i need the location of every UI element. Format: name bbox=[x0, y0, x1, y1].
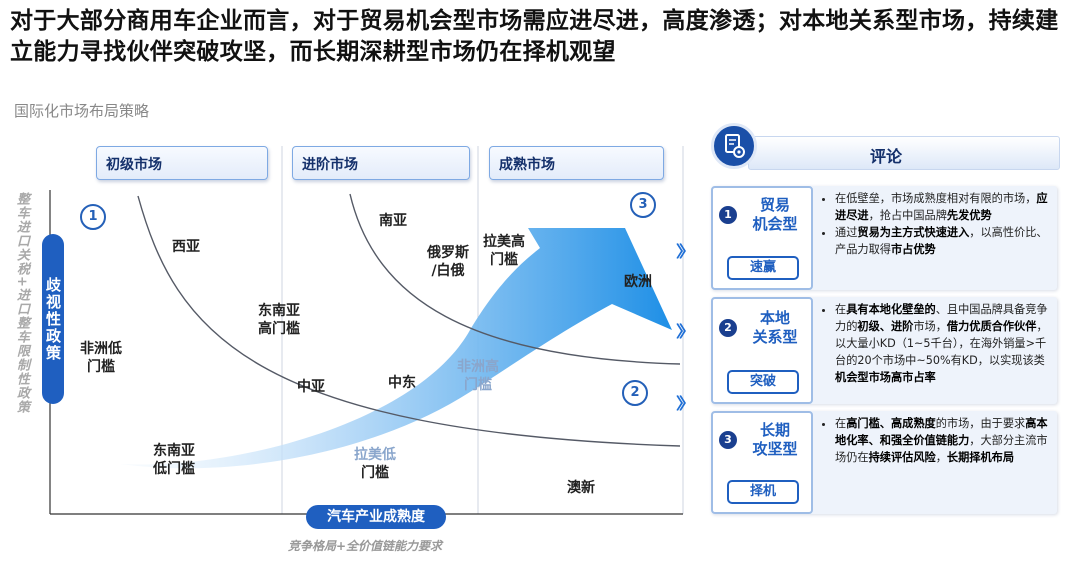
card-number: 1 bbox=[719, 206, 737, 224]
phase-header-primary: 初级市场 bbox=[96, 146, 268, 180]
card-type-label: 长期攻坚型 bbox=[752, 420, 798, 458]
headline: 对于大部分商用车企业而言，对于贸易机会型市场需应进尽进，高度渗透；对本地关系型市… bbox=[10, 8, 1059, 65]
phase-header-advanced: 进阶市场 bbox=[292, 146, 470, 180]
card-description: 在高门槛、高成熟度的市场，由于要求高本地化率、和强全价值链能力，大部分主流市场仍… bbox=[823, 415, 1051, 466]
card-bullet: 在高门槛、高成熟度的市场，由于要求高本地化率、和强全价值链能力，大部分主流市场仍… bbox=[835, 415, 1051, 466]
x-axis-label: 汽车产业成熟度 bbox=[306, 505, 446, 529]
x-axis-caption: 竞争格局+全价值链能力要求 bbox=[288, 539, 443, 553]
card-number: 2 bbox=[719, 318, 737, 337]
comment-card-1: 1贸易机会型速赢在低壁垒，市场成熟度相对有限的市场，应进尽进，抢占中国品牌先发优… bbox=[711, 186, 1057, 290]
card-description: 在低壁垒，市场成熟度相对有限的市场，应进尽进，抢占中国品牌先发优势通过贸易为主方… bbox=[823, 190, 1051, 258]
curve-lower bbox=[137, 195, 681, 447]
curve-upper bbox=[349, 193, 681, 365]
region-europe: 欧洲 bbox=[624, 274, 652, 290]
region-africa-low: 非洲低门槛 bbox=[80, 341, 122, 375]
region-middle-east: 中东 bbox=[388, 375, 416, 391]
gear-document-icon bbox=[711, 123, 757, 169]
card-type-label: 贸易机会型 bbox=[752, 196, 798, 233]
comment-title: 评论 bbox=[870, 147, 903, 166]
diagram-subtitle: 国际化市场布局策略 bbox=[14, 102, 150, 120]
chevron-right-icon-1: 〉〉 bbox=[676, 242, 695, 261]
card-number: 3 bbox=[719, 430, 737, 449]
card-type-panel: 2 本地关系型突破 bbox=[711, 297, 813, 404]
region-sea-high: 东南亚高门槛 bbox=[258, 303, 300, 337]
region-latam-high: 拉美高门槛 bbox=[483, 234, 525, 268]
card-type-label: 本地关系型 bbox=[752, 308, 798, 346]
card-action-button: 速赢 bbox=[727, 256, 799, 280]
card-type-panel: 3 长期攻坚型择机 bbox=[711, 411, 813, 514]
card-bullet: 通过贸易为主方式快速进入，以高性价比、产品力取得市占优势 bbox=[835, 224, 1051, 258]
comment-header bbox=[748, 136, 1060, 170]
phase-header-mature: 成熟市场 bbox=[489, 146, 664, 180]
region-aus-nz: 澳新 bbox=[567, 480, 595, 496]
card-bullet: 在具有本地化壁垒的、且中国品牌具备竞争力的初级、进阶市场，借力优质合作伙伴，以大… bbox=[835, 301, 1051, 386]
region-russia-belarus: 俄罗斯/白俄 bbox=[427, 245, 469, 279]
chevron-right-icon-3: 〉〉 bbox=[676, 394, 695, 413]
region-south-asia: 南亚 bbox=[379, 213, 407, 229]
y-axis-label: 歧视性政策 bbox=[42, 234, 64, 404]
growth-arrow bbox=[120, 228, 672, 469]
region-central-asia: 中亚 bbox=[297, 379, 325, 395]
region-latam-low: 拉美低门槛 bbox=[354, 447, 396, 481]
card-action-button: 择机 bbox=[727, 480, 799, 504]
card-action-button: 突破 bbox=[727, 370, 799, 394]
card-description: 在具有本地化壁垒的、且中国品牌具备竞争力的初级、进阶市场，借力优质合作伙伴，以大… bbox=[823, 301, 1051, 386]
y-axis-caption: 整车进口关税+进口整车限制性政策 bbox=[14, 192, 29, 414]
chevron-right-icon-2: 〉〉 bbox=[676, 322, 695, 341]
region-africa-high: 非洲高门槛 bbox=[457, 359, 499, 393]
zone-badge-3: 3 bbox=[630, 192, 656, 218]
region-sea-low: 东南亚低门槛 bbox=[153, 443, 195, 477]
card-type-panel: 1 贸易机会型速赢 bbox=[711, 186, 813, 290]
zone-badge-2: 2 bbox=[622, 380, 648, 406]
region-west-asia: 西亚 bbox=[172, 239, 200, 255]
zone-badge-1: 1 bbox=[80, 204, 106, 230]
card-bullet: 在低壁垒，市场成熟度相对有限的市场，应进尽进，抢占中国品牌先发优势 bbox=[835, 190, 1051, 224]
